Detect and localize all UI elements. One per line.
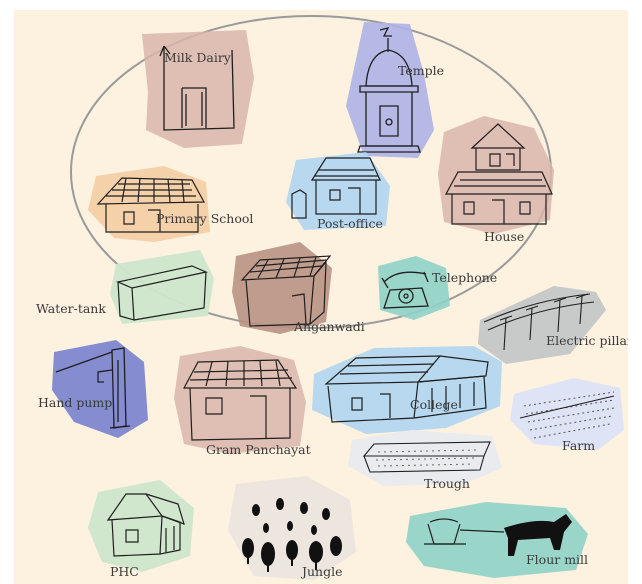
label-phc: PHC [110,564,139,579]
label-farm: Farm [562,438,596,453]
college-illustration [312,346,502,434]
milk-dairy-illustration [142,30,254,148]
house-illustration [438,116,554,234]
label-flour-mill: Flour mill [526,552,589,567]
label-electric-pillar: Electric pillar [546,333,628,348]
label-anganwadi: Anganwadi [294,319,365,334]
diagram-artwork [52,15,624,580]
label-milk-dairy: Milk Dairy [164,50,231,65]
label-trough: Trough [424,476,470,491]
label-water-tank: Water-tank [36,301,106,316]
water-tank-illustration [110,250,214,324]
trough-illustration [348,430,502,486]
label-college: College [410,397,458,412]
temple-illustration [346,22,434,158]
hand-pump-illustration [52,340,148,438]
post-office-illustration [286,152,390,230]
label-telephone: Telephone [432,270,498,285]
flour-mill-illustration [406,502,588,578]
label-temple: Temple [398,63,445,78]
primary-school-illustration [88,166,210,242]
jungle-illustration [228,476,356,580]
label-house: House [484,229,525,244]
label-jungle: Jungle [302,564,343,579]
electric-pillar-illustration [478,286,606,364]
label-gram-panchayat: Gram Panchayat [206,442,311,457]
telephone-illustration [378,256,450,320]
label-hand-pump: Hand pump [38,395,113,410]
label-post-office: Post-office [317,216,383,231]
phc-illustration [88,480,194,572]
anganwadi-illustration [232,242,332,334]
village-facilities-diagram: Milk Dairy Temple Primary School Post-of… [14,10,628,584]
label-primary-school: Primary School [156,211,254,226]
gram-panchayat-illustration [174,346,306,454]
farm-illustration [510,378,624,450]
